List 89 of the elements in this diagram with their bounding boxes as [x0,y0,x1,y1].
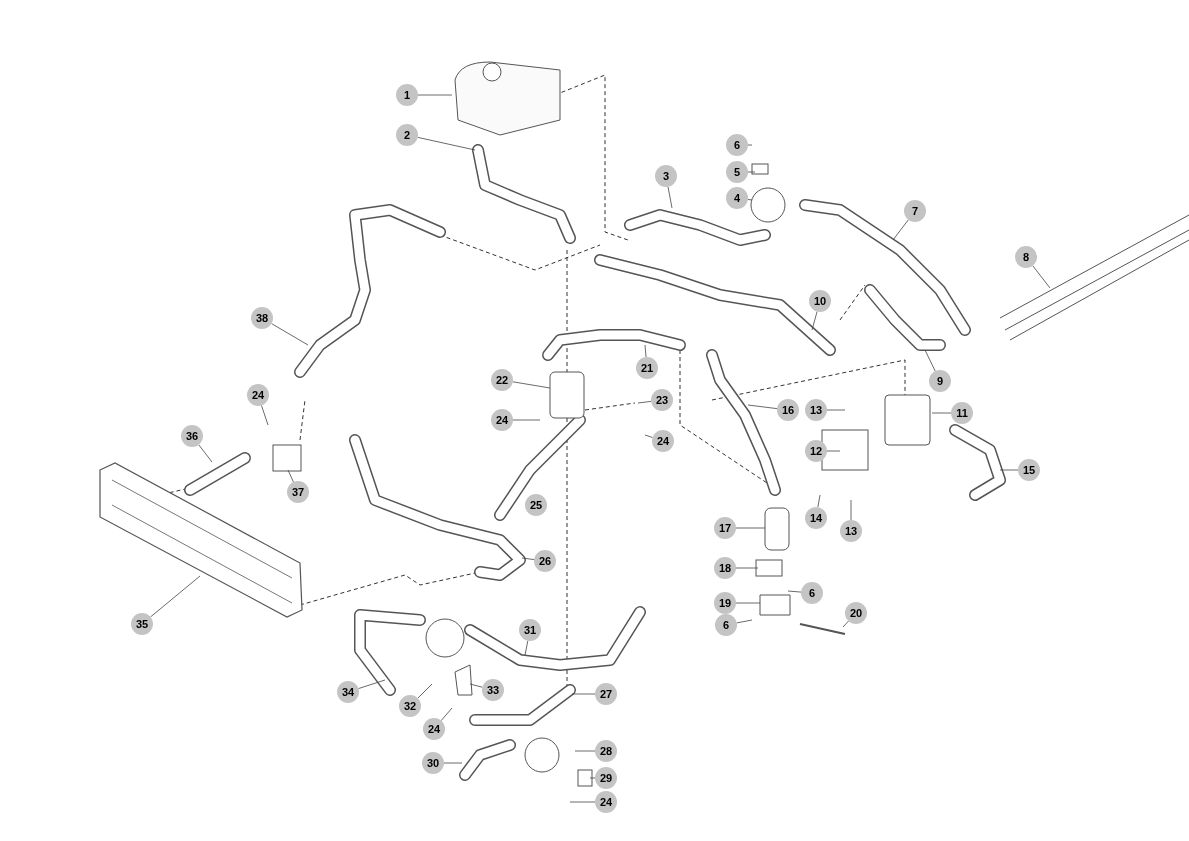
leader-line [735,527,766,529]
leader-line [574,750,596,752]
callout-number: 26 [534,550,556,572]
callout-number: 24 [247,384,269,406]
leader-line [787,590,802,593]
callout-number: 22 [491,369,513,391]
leader-line [842,620,849,628]
callout-number: 6 [726,134,748,156]
callout-number: 24 [491,409,513,431]
callout-number: 6 [715,614,737,636]
callout-number: 23 [651,389,673,411]
callout-number: 15 [1018,459,1040,481]
callout-number: 21 [636,357,658,379]
leader-line [271,323,309,346]
callout-number: 37 [287,481,309,503]
callout-number: 20 [845,602,867,624]
callout-number: 34 [337,681,359,703]
leader-line [150,575,201,618]
leader-line [512,419,541,421]
callout-number: 5 [726,161,748,183]
callout-number: 13 [805,399,827,421]
leader-line [524,640,529,656]
callout-number: 9 [929,370,951,392]
leader-line [417,136,476,151]
leader-line [637,400,652,404]
leader-line [924,349,936,372]
leader-line [736,619,753,624]
callout-number: 29 [595,767,617,789]
leader-line [198,444,213,463]
callout-number: 14 [805,507,827,529]
callout-number: 11 [951,402,973,424]
leader-line [589,777,596,779]
callout-number: 10 [809,290,831,312]
leader-line [358,679,386,689]
leader-line [261,405,269,426]
leader-line [571,693,596,695]
callout-number: 16 [777,399,799,421]
callout-number: 35 [131,613,153,635]
callout-number: 13 [840,520,862,542]
callout-number: 27 [595,683,617,705]
callout-number: 30 [422,752,444,774]
callout-number: 18 [714,557,736,579]
callout-number: 1 [396,84,418,106]
leader-line [735,567,759,569]
leader-line [931,412,952,414]
leader-line [826,409,846,411]
callout-number: 2 [396,124,418,146]
leader-line [287,469,294,483]
leader-line [747,171,756,173]
callout-number: 4 [726,187,748,209]
callout-number: 38 [251,307,273,329]
callout-number: 3 [655,165,677,187]
callout-number: 24 [595,791,617,813]
callout-number: 25 [525,494,547,516]
callout-number: 32 [399,695,421,717]
leader-line [811,311,818,331]
leader-line [1032,265,1051,289]
leader-line [417,94,453,96]
leader-line [892,219,909,241]
callout-number: 24 [652,430,674,452]
callout-number: 33 [482,679,504,701]
leader-line [747,144,753,146]
leader-line [850,499,852,521]
leader-line [747,199,753,201]
leader-line [817,494,821,508]
callout-number: 24 [423,718,445,740]
leader-line [735,602,761,604]
leader-line [999,469,1019,471]
leader-line [569,801,596,803]
leader-line [417,683,433,699]
leader-line [644,344,647,358]
callout-number: 8 [1015,246,1037,268]
callout-number: 17 [714,517,736,539]
leader-line [747,404,778,410]
leader-line [667,186,673,209]
leader-line [512,381,551,389]
leader-line [440,707,453,722]
leader-line [469,683,483,688]
callout-number: 6 [801,582,823,604]
leader-line [826,450,841,452]
leader-line [644,434,653,438]
leader-line [443,762,463,764]
callout-number: 28 [595,740,617,762]
callout-number: 12 [805,440,827,462]
leader-line [521,557,535,560]
callout-number: 36 [181,425,203,447]
callout-number: 7 [904,200,926,222]
callout-number: 31 [519,619,541,641]
callout-number: 19 [714,592,736,614]
